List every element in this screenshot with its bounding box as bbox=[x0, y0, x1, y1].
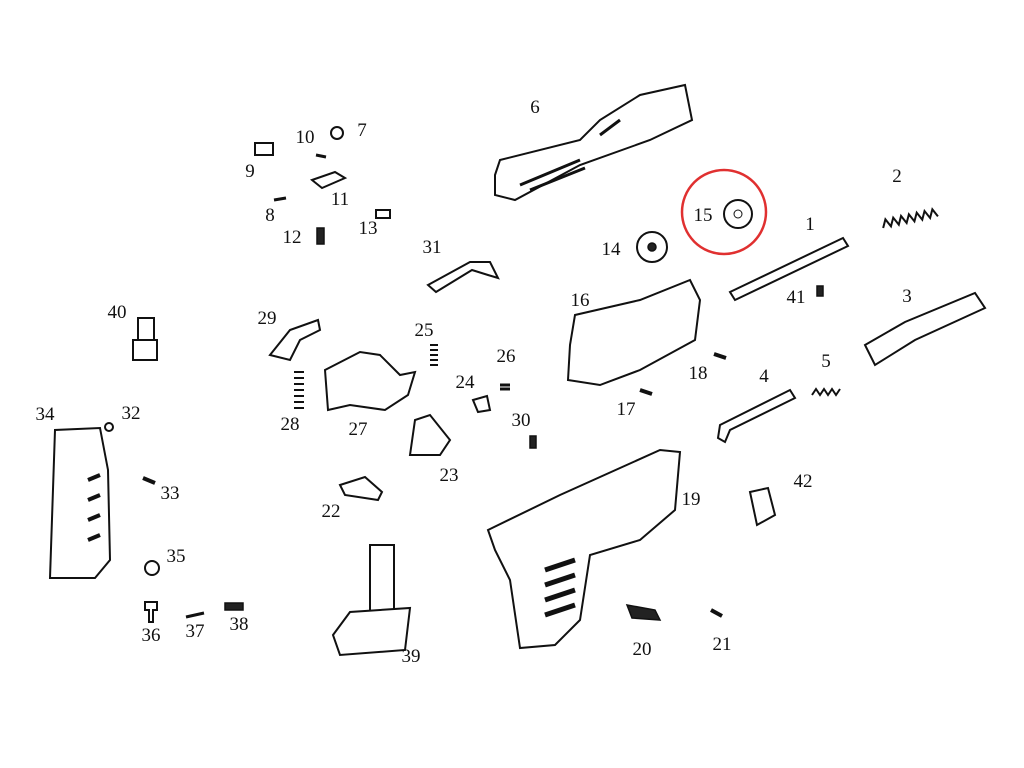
part-37 bbox=[185, 611, 205, 619]
part-26 bbox=[500, 383, 510, 391]
label-19: 19 bbox=[681, 489, 701, 510]
label-22: 22 bbox=[321, 501, 341, 522]
label-27: 27 bbox=[348, 419, 368, 440]
label-24: 24 bbox=[455, 372, 475, 393]
label-26: 26 bbox=[496, 346, 516, 367]
label-5: 5 bbox=[821, 351, 831, 372]
label-39: 39 bbox=[401, 646, 421, 667]
label-14: 14 bbox=[601, 239, 621, 260]
part-36 bbox=[144, 601, 158, 623]
label-23: 23 bbox=[439, 465, 459, 486]
part-8 bbox=[273, 196, 287, 202]
label-33: 33 bbox=[160, 483, 180, 504]
part-2 bbox=[882, 207, 939, 229]
label-17: 17 bbox=[616, 399, 636, 420]
part-35 bbox=[144, 560, 160, 576]
label-13: 13 bbox=[358, 218, 378, 239]
part-23 bbox=[408, 413, 452, 456]
label-6: 6 bbox=[530, 97, 540, 118]
label-1: 1 bbox=[805, 214, 815, 235]
part-13 bbox=[375, 209, 391, 219]
highlight-circle bbox=[680, 168, 768, 256]
part-19 bbox=[486, 448, 682, 650]
label-7: 7 bbox=[357, 120, 367, 141]
part-11 bbox=[309, 170, 348, 190]
label-31: 31 bbox=[422, 237, 442, 258]
label-18: 18 bbox=[688, 363, 708, 384]
part-5 bbox=[811, 387, 841, 397]
label-8: 8 bbox=[265, 205, 275, 226]
part-9 bbox=[254, 142, 274, 156]
part-18 bbox=[713, 352, 727, 360]
label-9: 9 bbox=[245, 161, 255, 182]
part-24 bbox=[471, 394, 492, 414]
part-22 bbox=[338, 475, 384, 502]
label-11: 11 bbox=[330, 189, 350, 210]
part-42 bbox=[748, 486, 777, 527]
label-16: 16 bbox=[570, 290, 590, 311]
label-29: 29 bbox=[257, 308, 277, 329]
part-1 bbox=[728, 236, 850, 302]
part-25 bbox=[430, 344, 438, 366]
part-33 bbox=[142, 476, 156, 485]
label-30: 30 bbox=[511, 410, 531, 431]
label-20: 20 bbox=[632, 639, 652, 660]
part-41 bbox=[816, 285, 824, 297]
part-40 bbox=[137, 317, 155, 343]
part-slide bbox=[494, 83, 694, 202]
label-36: 36 bbox=[141, 625, 161, 646]
part-29 bbox=[268, 318, 322, 362]
part-31 bbox=[426, 261, 500, 294]
part-16 bbox=[566, 278, 702, 387]
part-3 bbox=[863, 291, 987, 367]
part-21 bbox=[710, 608, 723, 618]
label-34: 34 bbox=[35, 404, 55, 425]
label-37: 37 bbox=[185, 621, 205, 642]
part-12 bbox=[316, 227, 325, 245]
label-25: 25 bbox=[414, 320, 434, 341]
part-7 bbox=[330, 126, 344, 140]
label-40: 40 bbox=[107, 302, 127, 323]
part-20 bbox=[625, 604, 662, 621]
label-21: 21 bbox=[712, 634, 732, 655]
part-30 bbox=[529, 435, 537, 449]
label-35: 35 bbox=[166, 546, 186, 567]
part-32 bbox=[104, 422, 114, 432]
label-38: 38 bbox=[229, 614, 249, 635]
label-28: 28 bbox=[280, 414, 300, 435]
part-10 bbox=[315, 153, 327, 159]
part-34 bbox=[48, 426, 112, 579]
part-28 bbox=[294, 371, 304, 409]
part-17 bbox=[639, 388, 653, 396]
label-42: 42 bbox=[793, 471, 813, 492]
label-15: 15 bbox=[693, 205, 713, 226]
label-32: 32 bbox=[121, 403, 141, 424]
part-4 bbox=[716, 388, 797, 444]
label-10: 10 bbox=[295, 127, 315, 148]
label-12: 12 bbox=[282, 227, 302, 248]
label-4: 4 bbox=[759, 366, 769, 387]
label-41: 41 bbox=[786, 287, 806, 308]
label-2: 2 bbox=[892, 166, 902, 187]
label-3: 3 bbox=[902, 286, 912, 307]
part-38 bbox=[224, 602, 244, 611]
part-27 bbox=[323, 350, 417, 412]
